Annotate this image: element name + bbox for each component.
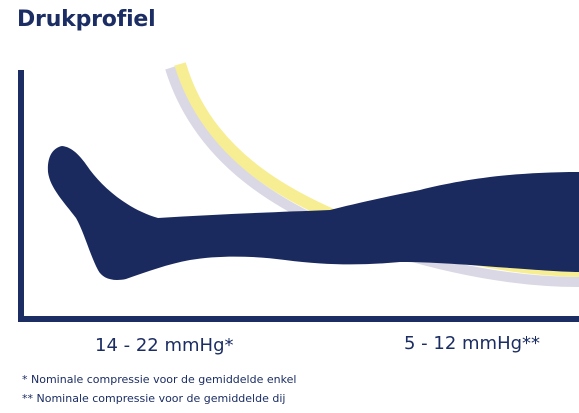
thigh-pressure-range: 5 - 12 mmHg** — [404, 333, 541, 354]
leg-silhouette — [47, 146, 579, 280]
x-axis — [18, 316, 579, 322]
y-axis — [18, 70, 24, 322]
footnote-ankle: * Nominale compressie voor de gemiddelde… — [22, 373, 297, 386]
footnote-thigh: ** Nominale compressie voor de gemiddeld… — [22, 392, 286, 405]
ankle-pressure-range: 14 - 22 mmHg* — [95, 335, 234, 356]
page-title: Drukprofiel — [17, 7, 156, 32]
